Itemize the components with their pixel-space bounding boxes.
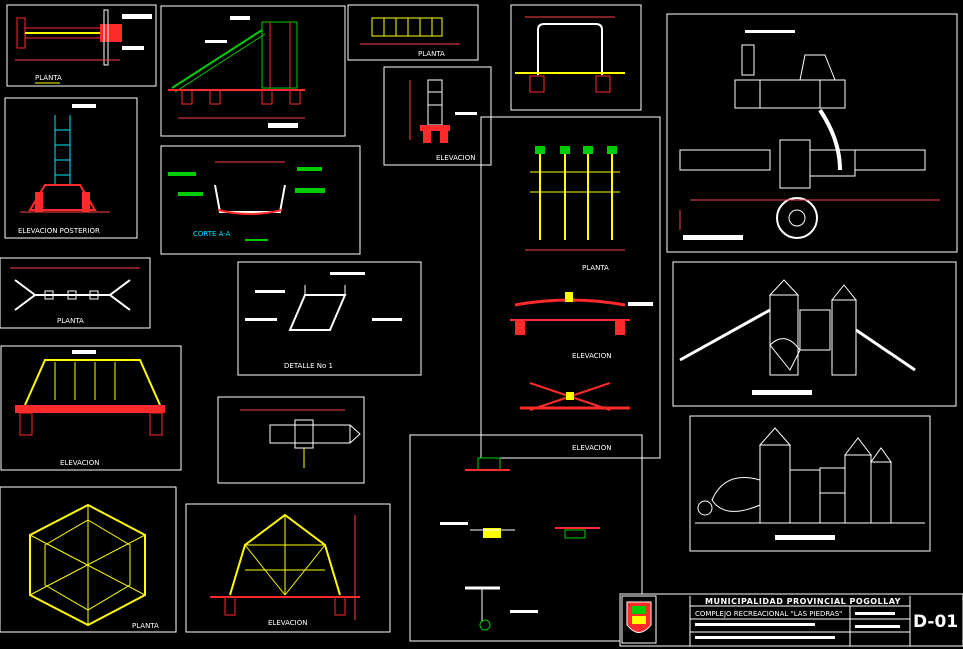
label-elevacion-seesaw2: ELEVACION (572, 444, 611, 452)
label-planta-hex: PLANTA (132, 622, 159, 630)
panel-slide-elevation (160, 5, 346, 137)
panel-ladder-elevation: ELEVACION (383, 66, 492, 166)
panel-corte-aa: CORTE A-A (160, 145, 361, 255)
label-corte-aa: CORTE A-A (193, 230, 231, 238)
panel-planta-slide: PLANTA (6, 4, 157, 87)
panel-swing-plan: PLANTA (480, 116, 661, 459)
panel-elevacion-posterior: ELEVACION POSTERIOR (4, 97, 138, 239)
label-planta-2: PLANTA (57, 317, 84, 325)
label-detalle: DETALLE No 1 (284, 362, 333, 370)
panel-seesaw-elevation: ELEVACION ELEVACION (510, 292, 653, 452)
label-elevacion-1: ELEVACION (60, 459, 99, 467)
panel-structure-elevation-1 (672, 261, 957, 407)
label-elevacion-dome: ELEVACION (268, 619, 307, 627)
title-complejo: COMPLEJO RECREACIONAL "LAS PIEDRAS" (695, 610, 842, 618)
label-planta-ladder: PLANTA (418, 50, 445, 58)
panel-playground-plan (666, 13, 958, 253)
label-elevacion-posterior: ELEVACION POSTERIOR (18, 227, 100, 235)
panel-hex-dome-plan: PLANTA (0, 486, 177, 633)
sheet-number: D-01 (913, 612, 958, 632)
panel-connector-detail (217, 396, 365, 484)
label-planta-1: PLANTA (35, 74, 62, 82)
panel-swing-elevation: ELEVACION (0, 345, 182, 471)
label-elevacion-seesaw: ELEVACION (572, 352, 611, 360)
panel-arch-elevation (510, 4, 642, 111)
panel-detalle: DETALLE No 1 (237, 261, 422, 376)
panel-ladder-planta: PLANTA (347, 4, 479, 61)
panel-dome-elevation: ELEVACION (185, 503, 391, 633)
panel-bottom-details (409, 434, 643, 642)
label-elevacion-small: ELEVACION (436, 154, 475, 162)
label-planta-swing: PLANTA (582, 264, 609, 272)
title-municipalidad: MUNICIPALIDAD PROVINCIAL POGOLLAY (705, 597, 901, 606)
panel-structure-elevation-2 (689, 415, 931, 552)
title-block: MUNICIPALIDAD PROVINCIAL POGOLLAY COMPLE… (619, 593, 963, 647)
panel-planta-cross: PLANTA (0, 257, 151, 329)
